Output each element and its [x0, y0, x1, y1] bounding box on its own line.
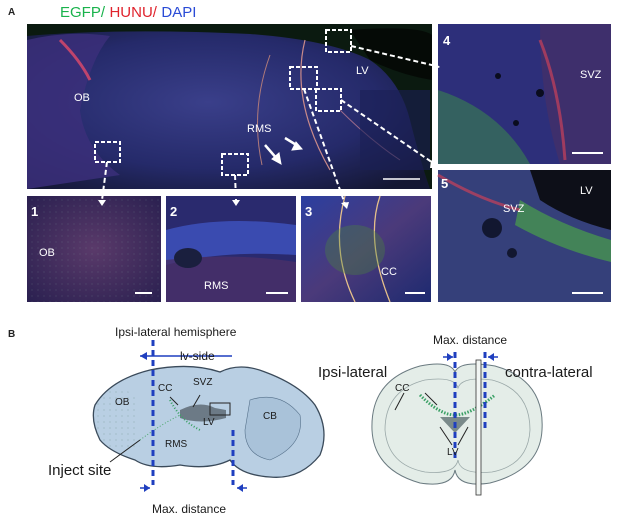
sagittal-brain [92, 365, 325, 478]
inset-5-number: 5 [441, 176, 449, 191]
hemisphere-title: Ipsi-lateral hemisphere [115, 325, 237, 339]
legend-hunu: HUNU/ [109, 4, 157, 21]
inset-5-label: SVZ [503, 203, 525, 215]
channel-legend: EGFP/ HUNU/ DAPI [60, 5, 196, 21]
overview-label-rms: RMS [247, 123, 272, 135]
sagittal-label-lv: LV [203, 417, 215, 428]
legend-dapi: DAPI [161, 4, 197, 21]
inset-4-number: 4 [443, 33, 451, 48]
sagittal-label-cb: CB [263, 411, 277, 422]
coronal-contra-label: contra-lateral [505, 364, 593, 381]
inset-4-label: SVZ [580, 69, 602, 81]
inset-2-image [166, 196, 296, 302]
panel-a-letter: A [8, 7, 16, 18]
sagittal-max-distance: Max. distance [152, 502, 227, 516]
coronal-max-distance: Max. distance [433, 333, 508, 347]
connector-arrowheads [98, 61, 440, 209]
inset-3-label: CC [381, 266, 397, 278]
inset-1-image [27, 196, 161, 302]
sagittal-guides [109, 340, 247, 492]
sagittal-label-cc: CC [158, 383, 173, 394]
coronal-ipsi-label: Ipsi-lateral [318, 364, 388, 381]
sagittal-label-svz: SVZ [193, 377, 213, 388]
overview-image [27, 24, 432, 189]
inset-4-image [438, 24, 611, 164]
rms-arrows [264, 136, 304, 165]
inset-2-label: RMS [204, 280, 229, 292]
overview-label-lv: LV [356, 65, 369, 77]
inject-site-label: Inject site [48, 462, 112, 479]
panel-b-letter: B [8, 329, 16, 340]
sagittal-label-ob: OB [115, 397, 130, 408]
coronal-section [371, 359, 543, 496]
inset-1-label: OB [39, 247, 55, 259]
coronal-guides [443, 352, 498, 460]
side-label: lv-side [180, 349, 215, 363]
inset-5-image [437, 170, 611, 302]
overview-label-ob: OB [74, 92, 90, 104]
legend-egfp: EGFP/ [60, 4, 106, 21]
coronal-label-lv: LV [447, 447, 459, 458]
coronal-label-cc: CC [395, 383, 410, 394]
inset-5-label-lv: LV [580, 185, 593, 197]
sagittal-label-rms: RMS [165, 439, 188, 450]
inset-2-number: 2 [170, 204, 178, 219]
connector-arrows [101, 45, 437, 205]
inset-3-number: 3 [305, 204, 313, 219]
inset-1-number: 1 [31, 204, 39, 219]
inset-3-image [301, 195, 431, 303]
